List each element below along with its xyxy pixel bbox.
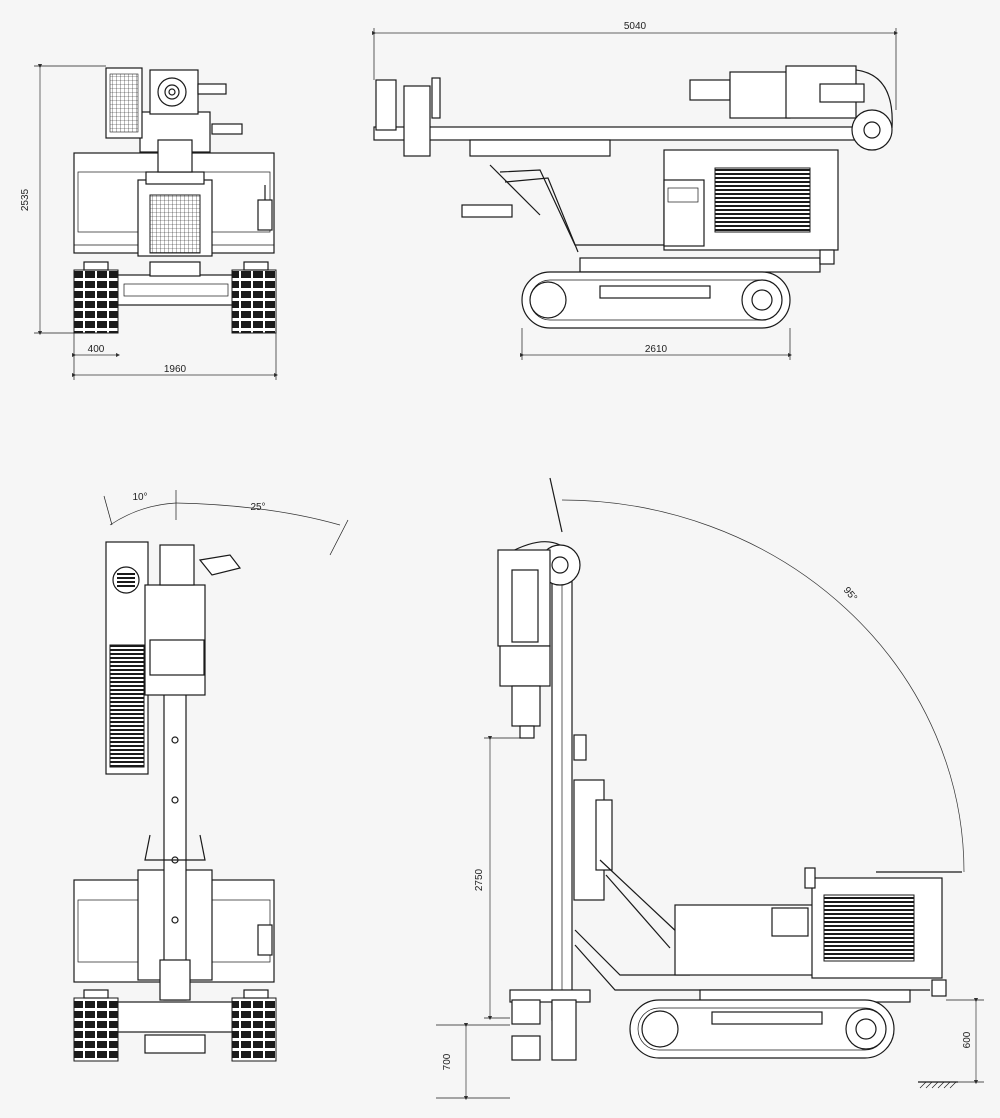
dim-rear-clearance: 600: [962, 1031, 973, 1048]
angle-tilt-right: 25°: [250, 502, 265, 513]
angle-mast-swing: 95°: [841, 585, 859, 604]
dim-front-overall-width: 1960: [164, 364, 187, 375]
dim-mast-height: 2750: [474, 868, 485, 891]
dim-side-track-length: 2610: [645, 344, 668, 355]
dim-side-overall-length: 5040: [624, 21, 647, 32]
dim-front-track-width: 400: [88, 344, 105, 355]
dim-front-clearance: 700: [442, 1053, 453, 1070]
side-view-operating: 95°: [436, 477, 984, 1101]
front-view: 2535 400 1960: [20, 63, 279, 380]
dim-front-height: 2535: [20, 188, 31, 211]
angle-tilt-left: 10°: [132, 492, 147, 503]
side-view-transport: 5040 2610: [371, 21, 899, 360]
front-view-operating: 10° 25°: [73, 490, 349, 1062]
